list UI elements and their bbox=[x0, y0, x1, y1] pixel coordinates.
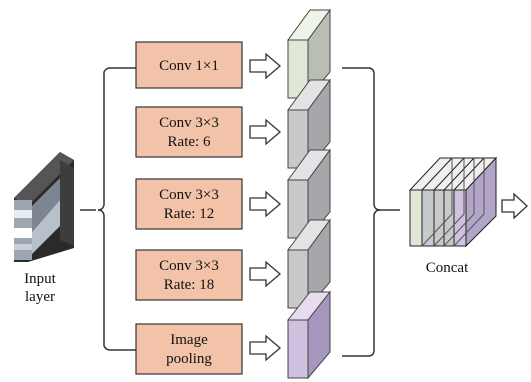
arrow-icon bbox=[249, 334, 281, 362]
input-label-line-2: layer bbox=[25, 289, 55, 305]
arrow-icon bbox=[249, 260, 281, 288]
image-pooling-box bbox=[135, 323, 243, 375]
conv3x3-rate6-box bbox=[135, 106, 243, 158]
feature-map-1 bbox=[287, 8, 331, 100]
conv3x3-rate6-line2: Rate: 6 bbox=[168, 134, 211, 150]
branch-conv3x3-rate12: Conv 3×3 Rate: 12 bbox=[135, 148, 331, 240]
arrow-icon bbox=[249, 52, 281, 80]
arrow-icon bbox=[249, 118, 281, 146]
feature-map-3 bbox=[287, 148, 331, 240]
concat-block bbox=[408, 156, 498, 248]
output-arrow-icon bbox=[501, 192, 528, 220]
input-bracket bbox=[80, 67, 136, 351]
conv3x3-rate12-line1: Conv 3×3 bbox=[159, 187, 219, 203]
feature-map-4 bbox=[287, 218, 331, 310]
input-layer-image bbox=[14, 152, 74, 262]
image-pooling-line1: Image bbox=[170, 332, 208, 348]
arrow-icon bbox=[249, 190, 281, 218]
concat-label: Concat bbox=[426, 260, 469, 276]
feature-map-2 bbox=[287, 78, 331, 170]
feature-map-5 bbox=[286, 290, 332, 380]
conv1x1-box bbox=[135, 41, 243, 89]
conv3x3-rate12-box bbox=[135, 178, 243, 230]
conv3x3-rate18-line2: Rate: 18 bbox=[164, 277, 214, 293]
image-pooling-line2: pooling bbox=[166, 351, 212, 367]
conv3x3-rate12-line2: Rate: 12 bbox=[164, 206, 214, 222]
conv3x3-rate18-box bbox=[135, 249, 243, 301]
conv3x3-rate6-line1: Conv 3×3 bbox=[159, 115, 219, 131]
conv1x1-label: Conv 1×1 bbox=[159, 58, 219, 74]
input-label-line-1: Input bbox=[24, 271, 56, 287]
branch-image-pooling: Image pooling bbox=[135, 290, 332, 380]
concat-bracket bbox=[342, 67, 400, 357]
branch-conv3x3-rate18: Conv 3×3 Rate: 18 bbox=[135, 218, 331, 310]
conv3x3-rate18-line1: Conv 3×3 bbox=[159, 258, 219, 274]
branch-conv1x1: Conv 1×1 bbox=[135, 8, 331, 100]
branch-conv3x3-rate6: Conv 3×3 Rate: 6 bbox=[135, 78, 331, 170]
